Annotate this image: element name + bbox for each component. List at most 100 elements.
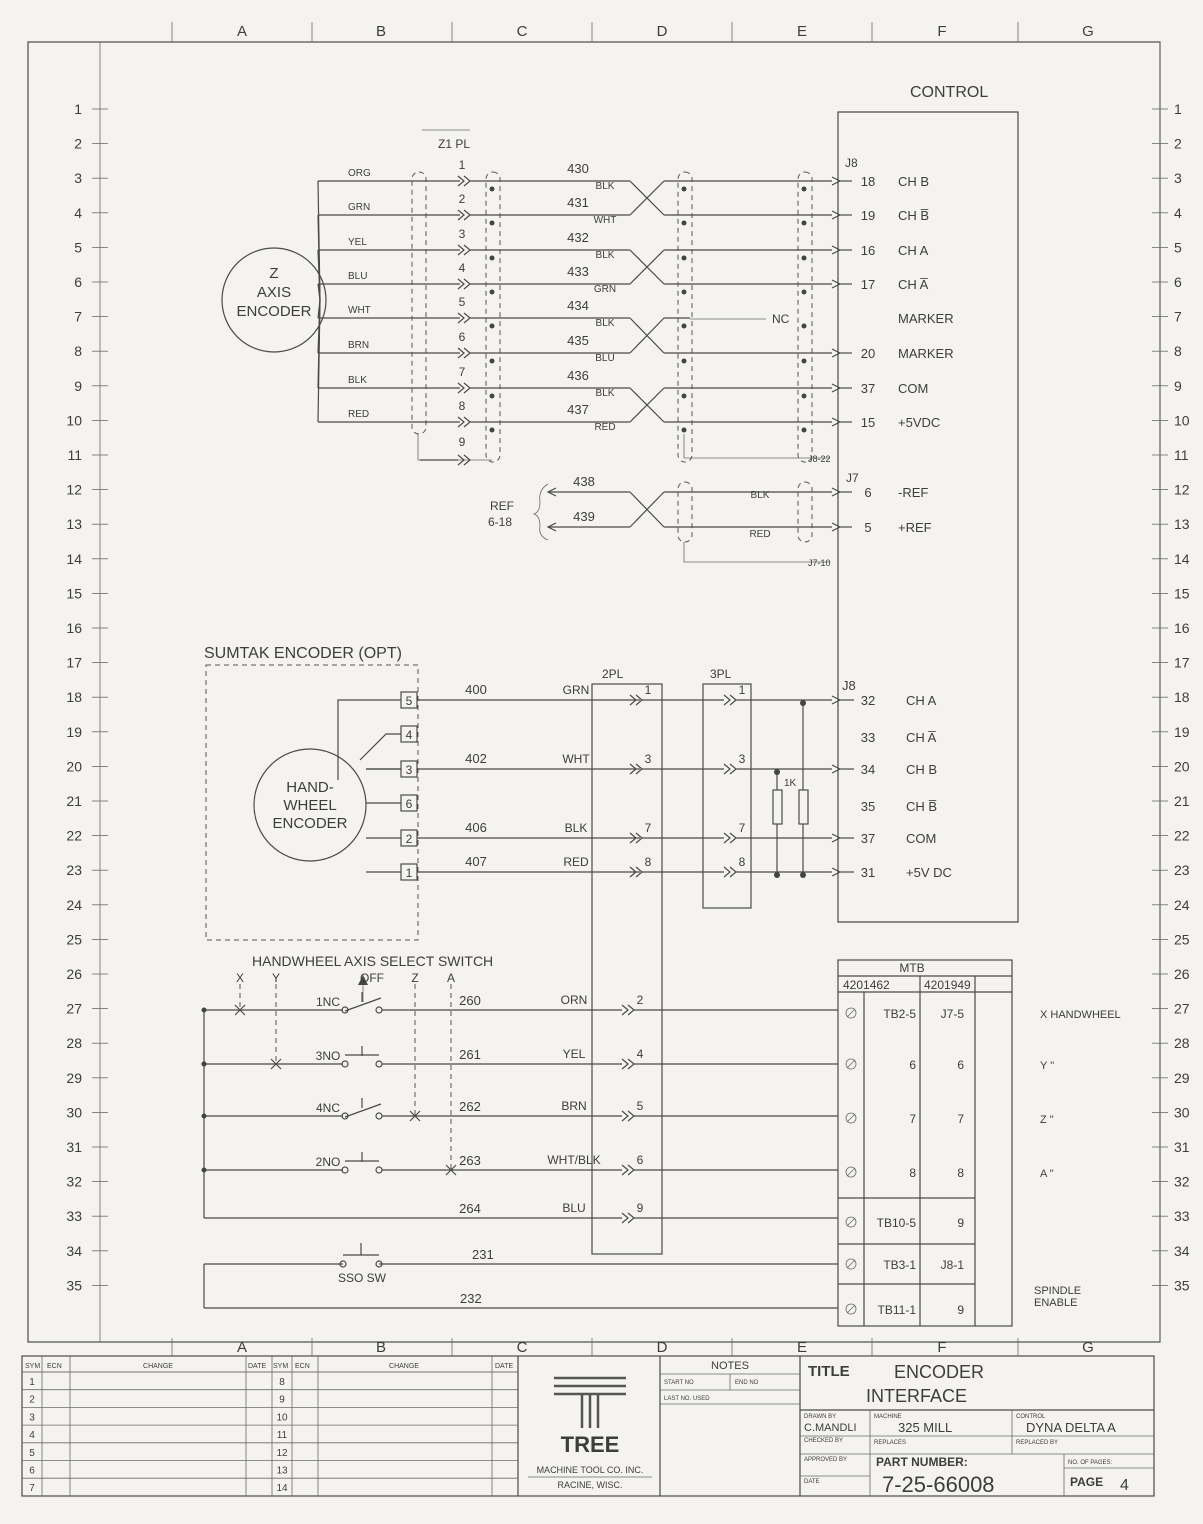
connector-2pl-label: 2PL <box>602 667 624 681</box>
row-number-left-17: 17 <box>66 655 82 671</box>
twisted-pair <box>629 387 690 423</box>
2pl-pin-2: 2 <box>637 993 644 1007</box>
encoder-lead <box>337 699 401 780</box>
svg-text:6-18: 6-18 <box>488 515 512 529</box>
j7-signal-439: +REF <box>898 520 932 535</box>
j8-pin-37: 37 <box>861 381 875 396</box>
spindle-enable-label: SPINDLE ENABLE <box>1034 1285 1081 1309</box>
mtb-screw-slot <box>846 1259 856 1269</box>
mtb-note-2: Z " <box>1040 1114 1054 1126</box>
wire-number-438: 438 <box>573 474 595 489</box>
j8-arrow <box>831 210 842 220</box>
row-number-right-34: 34 <box>1174 1243 1190 1259</box>
2pl-chevron <box>621 1212 635 1224</box>
hdr-ecn-l: ECN <box>47 1363 62 1370</box>
svg-text:HAND-: HAND- <box>286 779 334 796</box>
contact-4NC: 4NC <box>316 1101 340 1115</box>
page-label: PAGE <box>1070 1475 1103 1489</box>
title-line-2: INTERFACE <box>866 1386 967 1406</box>
wire-color-435: BLU <box>595 353 614 364</box>
row-number-left-27: 27 <box>66 1001 82 1017</box>
j8-arrow <box>831 695 842 705</box>
axis-OFF: OFF <box>360 971 384 985</box>
wire-number-430: 430 <box>567 161 589 176</box>
contact-1NC: 1NC <box>316 995 340 1009</box>
shield-drain-dot <box>681 255 687 261</box>
row-number-left-32: 32 <box>66 1174 82 1190</box>
shield-drain-dot <box>801 358 807 364</box>
machine-label: MACHINE <box>874 1414 902 1420</box>
junction-dot <box>201 1113 207 1119</box>
mtb-b-5: J8-1 <box>941 1258 965 1272</box>
terminal-2: 2 <box>406 832 413 846</box>
j8-pin-32: 32 <box>861 693 875 708</box>
sso-switch-label: SSO SW <box>338 1271 387 1285</box>
z1-pin-3: 3 <box>459 227 466 241</box>
wire-color-437: RED <box>594 422 615 433</box>
3pl-chevron <box>723 866 737 878</box>
wire-number-262: 262 <box>459 1099 481 1114</box>
terminal-5: 5 <box>406 694 413 708</box>
handwheel-label: HAND- WHEEL ENCODER <box>272 779 347 832</box>
2pl-chevron <box>621 1164 635 1176</box>
j7-arrow <box>831 522 842 532</box>
z1-pin-6: 6 <box>459 330 466 344</box>
contact-right <box>375 1166 383 1174</box>
control-label: CONTROL <box>910 84 988 101</box>
row-number-left-1: 1 <box>74 101 82 117</box>
terminal-6: 6 <box>406 797 413 811</box>
mtb-col2: 4201949 <box>924 978 971 992</box>
z1-connector-label: Z1 PL <box>438 137 470 151</box>
shield-drain-dot <box>489 427 495 433</box>
svg-text:ENCODER: ENCODER <box>272 815 347 832</box>
hdr-sym-r: SYM <box>273 1363 288 1370</box>
z-wire-color-WHT: WHT <box>348 305 371 316</box>
twisted-pair <box>629 317 690 354</box>
resistor-1k-label: 1K <box>784 778 797 789</box>
j7-arrow <box>831 487 842 497</box>
row-number-left-26: 26 <box>66 966 82 982</box>
wire-color-261: YEL <box>563 1047 586 1061</box>
connector-3pl <box>702 683 752 909</box>
row-number-right-1: 1 <box>1174 101 1182 117</box>
3pl-pin-7: 7 <box>739 821 746 835</box>
resistor-2 <box>798 789 809 825</box>
column-letter-top-F: F <box>937 23 946 40</box>
row-number-right-3: 3 <box>1174 170 1182 186</box>
row-number-left-30: 30 <box>66 1104 82 1120</box>
wire-number-260: 260 <box>459 993 481 1008</box>
j8-arrow <box>831 176 842 186</box>
j8-signal-33: CH A̅ <box>906 730 937 745</box>
twisted-pair <box>629 180 690 216</box>
pages-label: NO. OF PAGES: <box>1068 1460 1113 1466</box>
rev-sym-11: 11 <box>277 1430 288 1441</box>
2pl-pin-4: 4 <box>637 1047 644 1061</box>
replaced-by-label: REPLACED BY <box>1016 1440 1058 1446</box>
mtb-screw-icon <box>845 1166 857 1178</box>
z-wire-color-ORG: ORG <box>348 168 371 179</box>
title-line-1: ENCODER <box>894 1362 984 1382</box>
j8-pin-15: 15 <box>861 415 875 430</box>
shield-drain-dot <box>801 255 807 261</box>
j8-signal-35: CH B̅ <box>906 799 937 814</box>
z-fan-wire <box>317 299 321 423</box>
mtb-a-0: TB2-5 <box>883 1007 916 1021</box>
wire-color-406: BLK <box>565 821 588 835</box>
contact-nc <box>344 997 382 1012</box>
row-number-left-15: 15 <box>66 585 82 601</box>
rev-sym-5: 5 <box>29 1448 35 1459</box>
row-number-right-29: 29 <box>1174 1070 1190 1086</box>
z1-pin-1: 1 <box>459 158 466 172</box>
mtb-b-6: 9 <box>957 1303 964 1317</box>
wire-color-402: WHT <box>562 752 590 766</box>
hdr-change-l: CHANGE <box>143 1363 173 1370</box>
wire-color-432: BLK <box>596 250 615 261</box>
j7-plug-label: J7 <box>846 471 859 485</box>
row-number-right-24: 24 <box>1174 897 1190 913</box>
mtb-col1: 4201462 <box>843 978 890 992</box>
j8-arrow <box>831 383 842 393</box>
z1-pin-chevron <box>457 454 471 466</box>
machine: 325 MILL <box>898 1420 952 1435</box>
wire-number-431: 431 <box>567 195 589 210</box>
shield-drain-dot <box>801 427 807 433</box>
